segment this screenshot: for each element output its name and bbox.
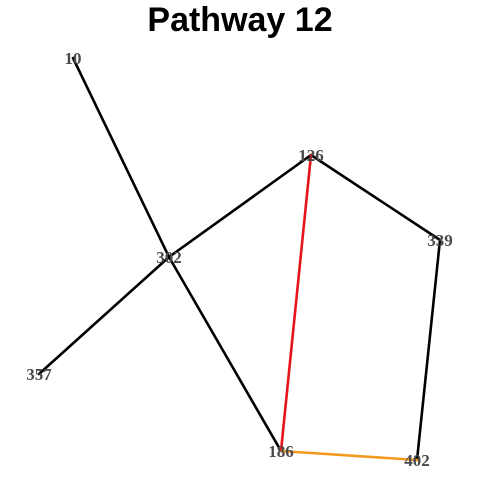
node-label-126: 126	[298, 146, 324, 165]
node-label-186: 186	[268, 442, 294, 461]
edge-302-357	[37, 255, 171, 376]
edge-126-186	[279, 153, 313, 453]
node-label-357: 357	[26, 365, 52, 384]
node-label-339: 339	[427, 231, 453, 250]
diagram-title: Pathway 12	[147, 1, 332, 39]
node-label-302: 302	[156, 248, 182, 267]
edge-126-339	[309, 153, 442, 242]
edges-layer	[37, 56, 442, 462]
edge-186-402	[279, 449, 419, 462]
node-label-10: 10	[65, 49, 82, 68]
nodes-layer: 10 126 302 339 357 186 402	[26, 49, 453, 470]
edge-339-402	[415, 238, 442, 462]
node-label-402: 402	[404, 451, 430, 470]
edge-302-186	[167, 255, 283, 453]
edge-302-126	[167, 153, 313, 259]
edge-10-302	[71, 56, 171, 259]
